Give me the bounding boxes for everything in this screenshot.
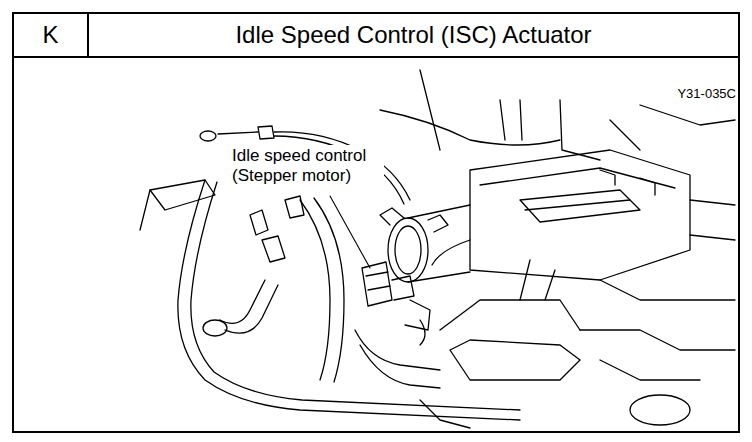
- part-callout: Idle speed control (Stepper motor): [230, 145, 384, 188]
- letter-cell: K: [15, 15, 86, 55]
- figure-code: Y31-035C: [677, 86, 736, 101]
- diagram-title: Idle Speed Control (ISC) Actuator: [235, 21, 591, 49]
- title-cell: Idle Speed Control (ISC) Actuator: [90, 15, 737, 55]
- section-letter: K: [42, 21, 58, 49]
